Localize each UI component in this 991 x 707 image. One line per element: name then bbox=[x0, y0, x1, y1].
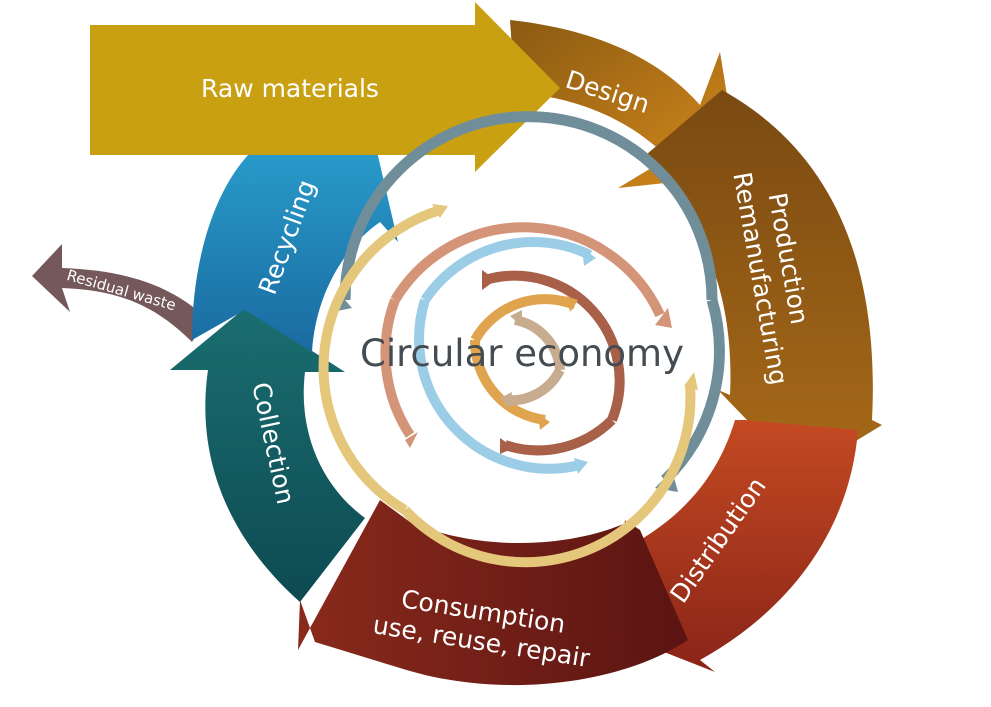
production-segment: Production Remanufacturing bbox=[640, 90, 882, 475]
inner-cycle-arrows bbox=[318, 111, 725, 568]
raw-materials-label: Raw materials bbox=[201, 74, 379, 103]
collection-segment: Collection bbox=[170, 308, 365, 602]
residual-waste-arrow: Residual waste bbox=[32, 244, 206, 342]
recycling-segment: Recycling bbox=[192, 122, 398, 352]
raw-materials-arrow: Raw materials bbox=[90, 2, 560, 172]
diagram-title: Circular economy bbox=[360, 332, 684, 375]
